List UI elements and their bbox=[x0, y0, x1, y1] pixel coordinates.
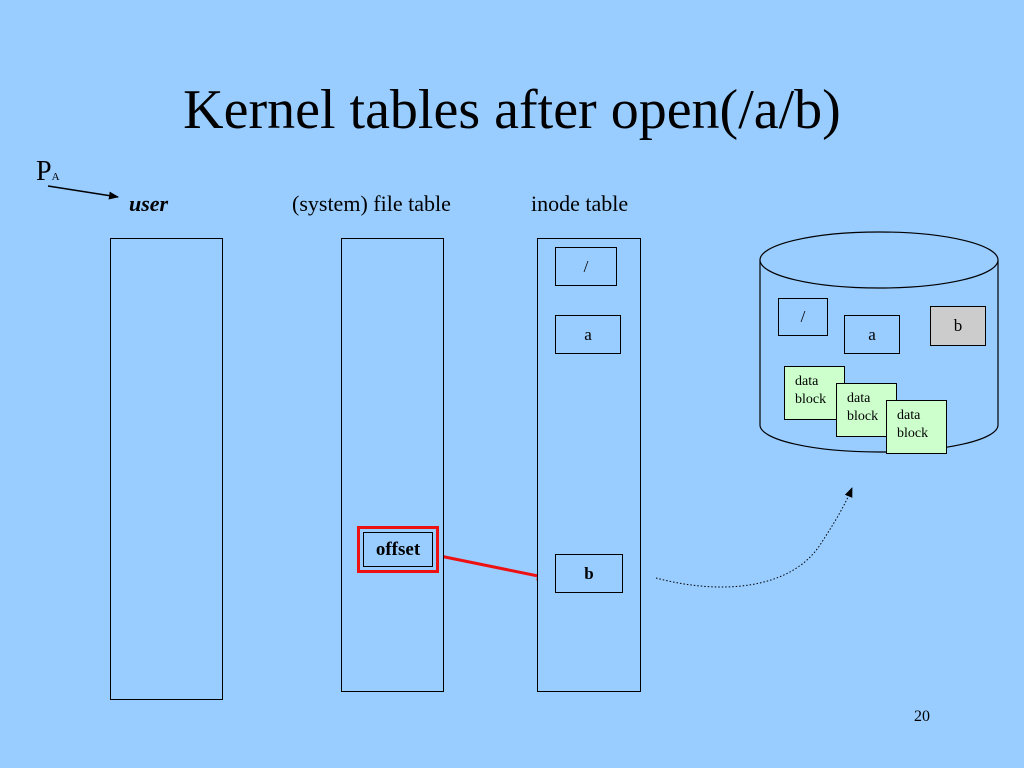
file-table-label: (system) file table bbox=[292, 191, 451, 216]
offset-to-inode-arrow bbox=[439, 554, 549, 581]
process-label: PA bbox=[36, 156, 60, 193]
offset-inner-box bbox=[363, 532, 433, 567]
user-table bbox=[110, 238, 223, 700]
process-letter: P bbox=[36, 156, 52, 187]
data-block-1: data block bbox=[784, 366, 845, 420]
disk-inode-a: a bbox=[844, 315, 900, 354]
system-file-table bbox=[341, 238, 444, 692]
data-block-3-line2: block bbox=[897, 426, 929, 441]
data-block-1-line1: data bbox=[795, 374, 819, 389]
process-pointer-arrow bbox=[47, 185, 119, 200]
disk-inode-root: / bbox=[778, 298, 828, 336]
disk-inode-b: b bbox=[930, 306, 986, 346]
data-block-2-line1: data bbox=[847, 391, 871, 406]
inode-table-label: inode table bbox=[531, 191, 629, 216]
data-block-3: data block bbox=[886, 400, 947, 454]
inode-to-disk-dotted-arrow bbox=[655, 487, 853, 588]
file-table-entry-offset: offset bbox=[357, 526, 439, 573]
inode-entry-root: / bbox=[555, 247, 617, 286]
data-block-1-line2: block bbox=[795, 392, 827, 407]
inode-table bbox=[537, 238, 641, 692]
slide-title: Kernel tables after open(/a/b) bbox=[183, 79, 841, 141]
inode-entry-a: a bbox=[555, 315, 621, 354]
process-subscript: A bbox=[51, 171, 60, 183]
data-block-3-line1: data bbox=[897, 408, 921, 423]
user-column-label: user bbox=[129, 191, 169, 216]
inode-entry-b: b bbox=[555, 554, 623, 593]
offset-label: offset bbox=[375, 539, 421, 560]
page-number: 20 bbox=[914, 708, 930, 725]
data-block-2-line2: block bbox=[847, 409, 879, 424]
